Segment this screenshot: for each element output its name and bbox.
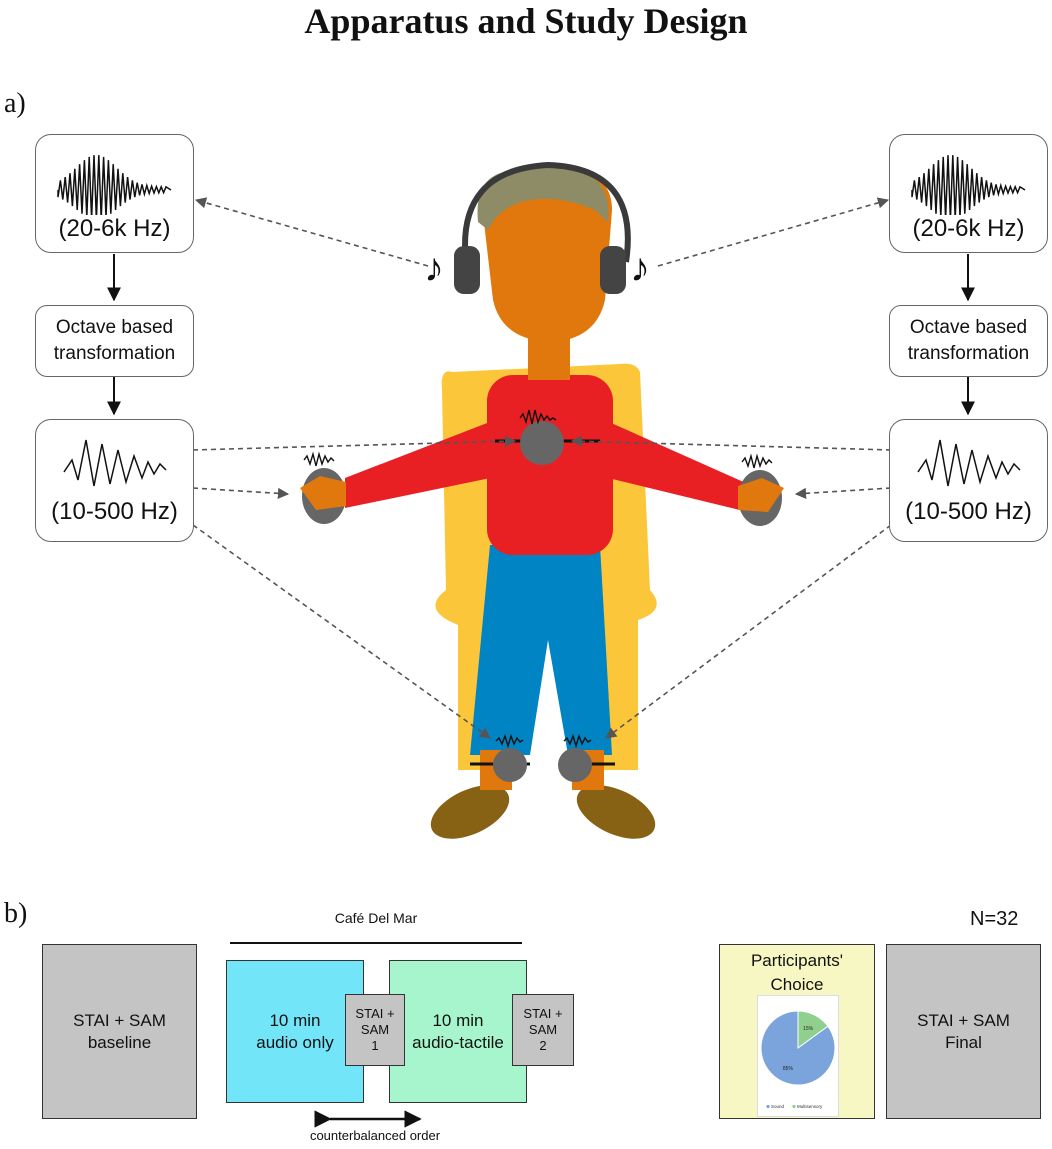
left-earcup	[454, 246, 480, 294]
left-audio-arrow	[194, 197, 429, 267]
right-ankle-actuator	[558, 748, 592, 782]
right-audio-range: (20-6k Hz)	[912, 215, 1025, 242]
right-tactile-box: (10-500 Hz)	[889, 419, 1048, 542]
audio-only-stage: 10 min audio only	[226, 960, 364, 1103]
stai-sam-1-stage: STAI + SAM 1	[345, 994, 405, 1066]
left-transform-box: Octave based transformation	[35, 305, 194, 377]
legend-swatch-sound	[766, 1104, 770, 1109]
right-ankle-arrow	[605, 524, 892, 739]
left-ankle-actuator	[493, 748, 527, 782]
pie-slice-sound	[760, 1010, 836, 1086]
right-shoe	[576, 785, 656, 839]
vibration-squiggles	[303, 409, 773, 749]
legend-label-multisensory: Multisensory	[797, 1104, 823, 1109]
right-audio-box: (20-6k Hz)	[889, 134, 1048, 253]
left-tactile-range: (10-500 Hz)	[51, 498, 178, 525]
right-hand-arrow	[794, 487, 892, 499]
panel-b-label: b)	[4, 898, 28, 929]
legend-label-sound: Sound	[771, 1104, 785, 1109]
hair	[477, 164, 609, 230]
final-stage: STAI + SAM Final	[886, 944, 1041, 1119]
tactile-waveform-icon	[63, 439, 167, 487]
choice-title: Participants' Choice	[750, 951, 844, 994]
pie-label-multisensory: 15%	[803, 1026, 814, 1032]
right-tactile-range: (10-500 Hz)	[905, 498, 1032, 525]
baseline-stage: STAI + SAM baseline	[42, 944, 197, 1119]
audio-waveform-icon	[57, 155, 172, 215]
counterbalanced-label: counterbalanced order	[309, 1128, 441, 1143]
choice-pie-chart: 15% 85% Sound Multisensory	[760, 1010, 836, 1109]
right-transform-box: Octave based transformation	[889, 305, 1048, 377]
audio-waveform-icon	[911, 155, 1026, 215]
choice-pie-card: 15% 85% Sound Multisensory	[757, 995, 839, 1117]
participants-choice-stage: Participants' Choice 15% 85% Sound Multisen…	[719, 944, 875, 1119]
audio-tactile-stage: 10 min audio-tactile	[389, 960, 527, 1103]
left-ankle-arrow	[192, 524, 491, 739]
right-arm	[600, 418, 748, 512]
left-audio-range: (20-6k Hz)	[58, 215, 171, 242]
right-earcup	[600, 246, 626, 294]
legend-swatch-multisensory	[792, 1104, 796, 1109]
music-label: Café Del Mar	[334, 910, 418, 926]
right-chest-arrow	[570, 435, 892, 451]
tactile-waveform-icon	[917, 439, 1021, 487]
right-audio-arrow	[657, 197, 890, 267]
torso	[487, 375, 613, 555]
left-arm	[345, 418, 500, 508]
left-music-note-icon: ♪	[424, 246, 444, 290]
stai-sam-2-stage: STAI + SAM 2	[512, 994, 574, 1066]
figure-title: Apparatus and Study Design	[304, 1, 748, 41]
legs	[470, 545, 612, 755]
left-audio-box: (20-6k Hz)	[35, 134, 194, 253]
pie-label-sound: 85%	[783, 1066, 794, 1072]
panel-a-label: a)	[4, 88, 26, 119]
right-hand	[738, 478, 784, 512]
left-shoe	[430, 785, 510, 839]
headphone-band	[462, 161, 631, 263]
left-hand	[300, 476, 346, 510]
left-hand-arrow	[192, 487, 290, 499]
head	[482, 172, 612, 342]
left-tactile-box: (10-500 Hz)	[35, 419, 194, 542]
chest-actuator	[520, 421, 564, 465]
right-music-note-icon: ♪	[630, 246, 650, 290]
sample-size: N=32	[970, 908, 1019, 930]
